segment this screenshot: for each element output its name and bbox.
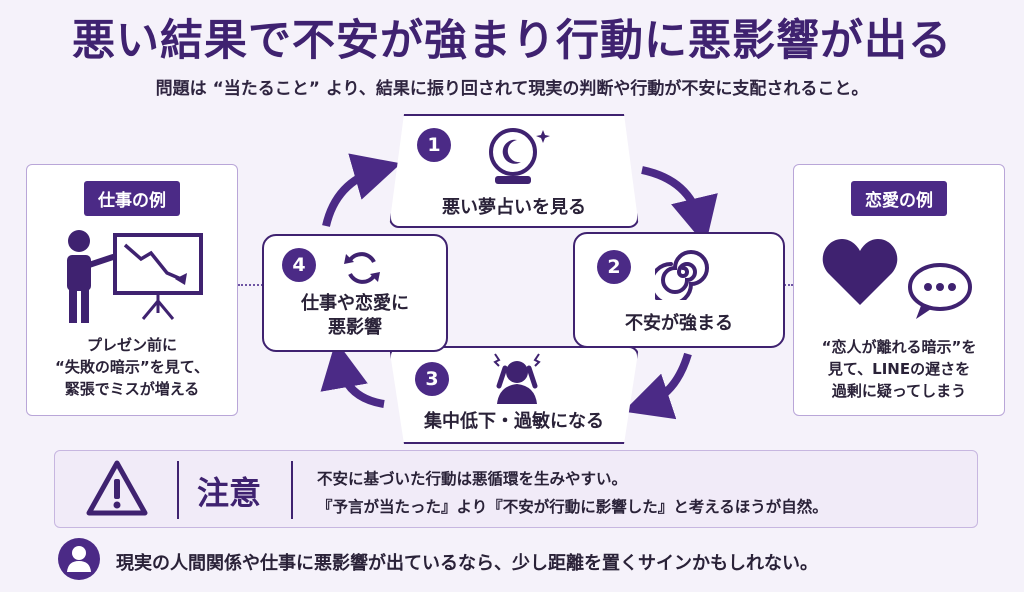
love-example-tag: 恋愛の例	[851, 181, 947, 216]
arrow-1-to-2	[641, 166, 718, 246]
warning-divider-2	[291, 461, 293, 519]
warning-box: 注意 不安に基づいた行動は悪循環を生みやすい。 『予言が当たった』より『不安が行…	[54, 450, 978, 528]
arrow-2-to-3	[623, 352, 692, 420]
step-3-badge: 3	[415, 362, 449, 396]
chat-bubble-icon	[908, 263, 972, 319]
arrow-4-to-1	[322, 153, 402, 227]
cycle-step-1: 1 悪い夢占いを見る	[389, 114, 639, 228]
step-1-label: 悪い夢占いを見る	[442, 197, 586, 218]
step-2-label: 不安が強まる	[625, 313, 733, 334]
warning-line-2: 『予言が当たった』より『不安が行動に影響した』と考えるほうが自然。	[317, 498, 828, 516]
warning-triangle-icon	[86, 460, 148, 516]
work-example-tag: 仕事の例	[84, 181, 180, 216]
cycle-arrows-icon	[344, 252, 380, 284]
step-4-label: 仕事や恋愛に 悪影響	[301, 293, 409, 339]
arrow-3-to-4	[320, 340, 385, 408]
work-example-card: 仕事の例 プレゼン前に “失敗の暗示”を見て、 緊張でミスが増える	[26, 164, 238, 416]
warning-line-1: 不安に基づいた行動は悪循環を生みやすい。	[317, 470, 628, 488]
cycle-step-3: 3 集中低下・過敏になる	[389, 346, 639, 444]
work-example-text: プレゼン前に “失敗の暗示”を見て、 緊張でミスが増える	[55, 336, 209, 398]
warning-heading: 注意	[197, 474, 262, 512]
step-4-badge: 4	[282, 248, 316, 282]
love-example-card: 恋愛の例 “恋人が離れる暗示”を 見て、LINEの遅さを 過剰に疑ってしまう	[793, 164, 1005, 416]
presentation-chart-down-icon	[67, 230, 203, 323]
page-title: 悪い結果で不安が強まり行動に悪影響が出る	[72, 16, 952, 66]
cycle-step-4: 4 仕事や恋愛に 悪影響	[262, 234, 448, 352]
crystal-ball-moon-icon	[489, 128, 550, 184]
love-example-text: “恋人が離れる暗示”を 見て、LINEの遅さを 過剰に疑ってしまう	[821, 338, 977, 400]
bottom-note: 現実の人間関係や仕事に悪影響が出ているなら、少し距離を置くサインかもしれない。	[116, 553, 818, 574]
warning-divider-1	[177, 461, 179, 519]
cycle-step-2: 2 不安が強まる	[573, 232, 785, 348]
heart-icon	[822, 239, 898, 305]
spiral-icon	[655, 250, 709, 300]
stressed-person-icon	[493, 353, 541, 404]
step-3-label: 集中低下・過敏になる	[424, 411, 604, 432]
page-subtitle: 問題は “当たること” より、結果に振り回されて現実の判断や行動が不安に支配され…	[155, 79, 869, 99]
left-connector	[238, 284, 266, 286]
step-2-badge: 2	[597, 250, 631, 284]
person-icon	[58, 538, 100, 580]
step-1-badge: 1	[417, 128, 451, 162]
